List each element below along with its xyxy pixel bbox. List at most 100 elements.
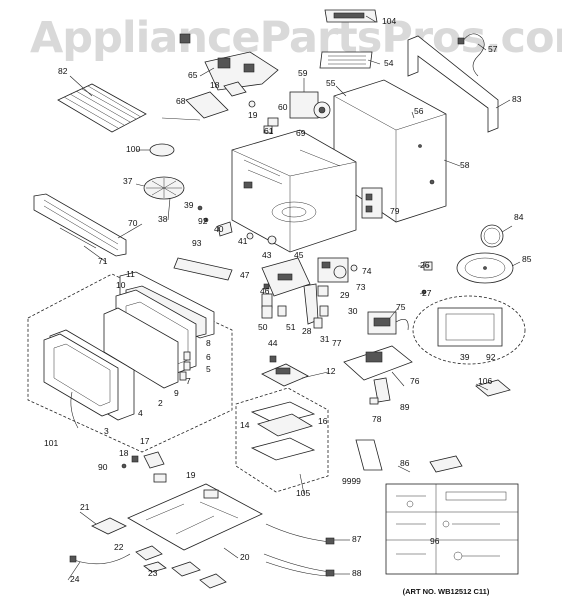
part-75-transformer[interactable] xyxy=(367,311,409,335)
callout-45: 45 xyxy=(294,250,304,260)
part-4-door-front[interactable] xyxy=(43,333,119,417)
part-77-base-plate[interactable] xyxy=(343,345,413,381)
part-86-hardware-kit[interactable] xyxy=(429,455,463,473)
part-44-sensor[interactable] xyxy=(269,355,277,363)
callout-43: 43 xyxy=(262,250,272,260)
part-51-switch[interactable] xyxy=(277,305,287,317)
part-7-hook[interactable] xyxy=(179,371,187,381)
callout-19: 19 xyxy=(248,110,258,120)
part-43-coupler[interactable] xyxy=(267,235,277,245)
part-12-control-panel[interactable] xyxy=(261,363,309,387)
part-24-wire[interactable] xyxy=(69,553,131,565)
callout-18: 18 xyxy=(210,80,220,90)
callout-70: 70 xyxy=(128,218,138,228)
callout-87: 87 xyxy=(352,534,362,544)
callout-29: 29 xyxy=(340,290,350,300)
callout-77: 77 xyxy=(332,338,342,348)
part-79-switch-bracket[interactable] xyxy=(361,187,383,219)
part-20-bottom-plate[interactable] xyxy=(127,483,263,551)
part-82-rack[interactable] xyxy=(57,83,147,133)
callout-100: 100 xyxy=(126,144,140,154)
part-19-light-socket[interactable] xyxy=(153,473,167,483)
part-40-bracket[interactable] xyxy=(217,221,233,237)
part-93-filter[interactable] xyxy=(173,257,233,281)
leader-line xyxy=(167,197,171,221)
part-88-wire-harness[interactable] xyxy=(263,553,335,577)
part-106-charcoal-filter[interactable] xyxy=(475,379,511,397)
part-54-vent-grille[interactable] xyxy=(319,51,373,69)
part-50-switch[interactable] xyxy=(261,305,273,319)
part-9999-manual[interactable] xyxy=(355,439,383,471)
leader-line xyxy=(83,245,107,263)
part-16-filter[interactable] xyxy=(250,437,316,461)
part-45-control-board[interactable] xyxy=(261,257,311,297)
callout-92: 92 xyxy=(486,352,496,362)
part-87-wire-harness[interactable] xyxy=(265,523,335,545)
part-14-ceramic-tray[interactable] xyxy=(250,401,316,437)
part-96-hardware-grid[interactable] xyxy=(385,483,519,575)
part-90-screw[interactable] xyxy=(121,463,127,469)
leader-line xyxy=(443,159,461,167)
part-59-fan-motor[interactable] xyxy=(289,91,331,119)
part-104-vent-cover[interactable] xyxy=(324,9,378,23)
leader-line xyxy=(299,473,305,495)
part-57-power-cord[interactable] xyxy=(457,33,485,77)
callout-85: 85 xyxy=(522,254,532,264)
callout-22: 22 xyxy=(114,542,124,552)
part-73-magnetron[interactable] xyxy=(317,257,349,283)
part-68-bracket[interactable] xyxy=(185,91,229,119)
leader-line xyxy=(475,383,489,391)
leader-line xyxy=(389,307,399,319)
part-41-clip[interactable] xyxy=(246,232,254,240)
part-23-lamp-lens[interactable] xyxy=(143,561,167,573)
leader-line xyxy=(223,547,239,559)
part-21-filter-pad[interactable] xyxy=(91,517,127,535)
part-70-vent-grille[interactable] xyxy=(33,193,127,257)
callout-4: 4 xyxy=(138,408,143,418)
part-89-capacitor[interactable] xyxy=(373,377,391,403)
part-60-switch[interactable] xyxy=(267,117,279,127)
part-31-switch[interactable] xyxy=(313,317,323,329)
part-5-spring[interactable] xyxy=(183,361,191,371)
callout-18: 18 xyxy=(119,448,129,458)
part-65-vent-assembly[interactable] xyxy=(179,33,279,91)
part-19-screw[interactable] xyxy=(248,100,256,108)
part-6-latch[interactable] xyxy=(183,351,191,361)
part-39-screw[interactable] xyxy=(197,205,203,211)
part-18-clip[interactable] xyxy=(223,81,247,97)
part-69-cavity-chassis[interactable] xyxy=(231,129,357,253)
part-30-switch[interactable] xyxy=(319,305,329,317)
part-29-interlock[interactable] xyxy=(317,285,329,297)
callout-16: 16 xyxy=(318,416,328,426)
part-85-turntable-tray[interactable] xyxy=(456,252,514,284)
part-100-stirrer-cover[interactable] xyxy=(149,117,201,157)
part-47-sensor[interactable] xyxy=(263,283,270,290)
callout-8: 8 xyxy=(206,338,211,348)
part-37-stirrer-fan[interactable] xyxy=(143,176,185,200)
callout-44: 44 xyxy=(268,338,278,348)
callout-69: 69 xyxy=(296,128,306,138)
callout-14: 14 xyxy=(240,420,250,430)
part-83-mounting-plate[interactable] xyxy=(407,35,499,133)
callout-82: 82 xyxy=(58,66,68,76)
part-lamp-cover-right[interactable] xyxy=(171,561,227,589)
part-84-roller-ring[interactable] xyxy=(480,224,504,248)
part-71-vent-duct[interactable] xyxy=(59,227,97,249)
callout-7: 7 xyxy=(186,376,191,386)
part-22-lamp-cover[interactable] xyxy=(135,545,163,561)
callout-60: 60 xyxy=(278,102,288,112)
art-number: (ART NO. WB12512 C11) xyxy=(403,587,490,596)
part-78-diode[interactable] xyxy=(369,397,379,405)
leader-line xyxy=(477,43,487,51)
part-74-thermal-cutout[interactable] xyxy=(350,264,358,272)
callout-2: 2 xyxy=(158,398,163,408)
part-17-clip[interactable] xyxy=(143,451,165,469)
part-92-screw[interactable] xyxy=(203,217,209,223)
parts-group-105 xyxy=(235,387,329,493)
callout-39: 39 xyxy=(460,352,470,362)
part-3-door-handle[interactable] xyxy=(70,391,79,429)
part-18-light-bracket[interactable] xyxy=(131,455,139,463)
leader-line xyxy=(117,223,143,239)
part-61-switch[interactable] xyxy=(263,125,273,134)
